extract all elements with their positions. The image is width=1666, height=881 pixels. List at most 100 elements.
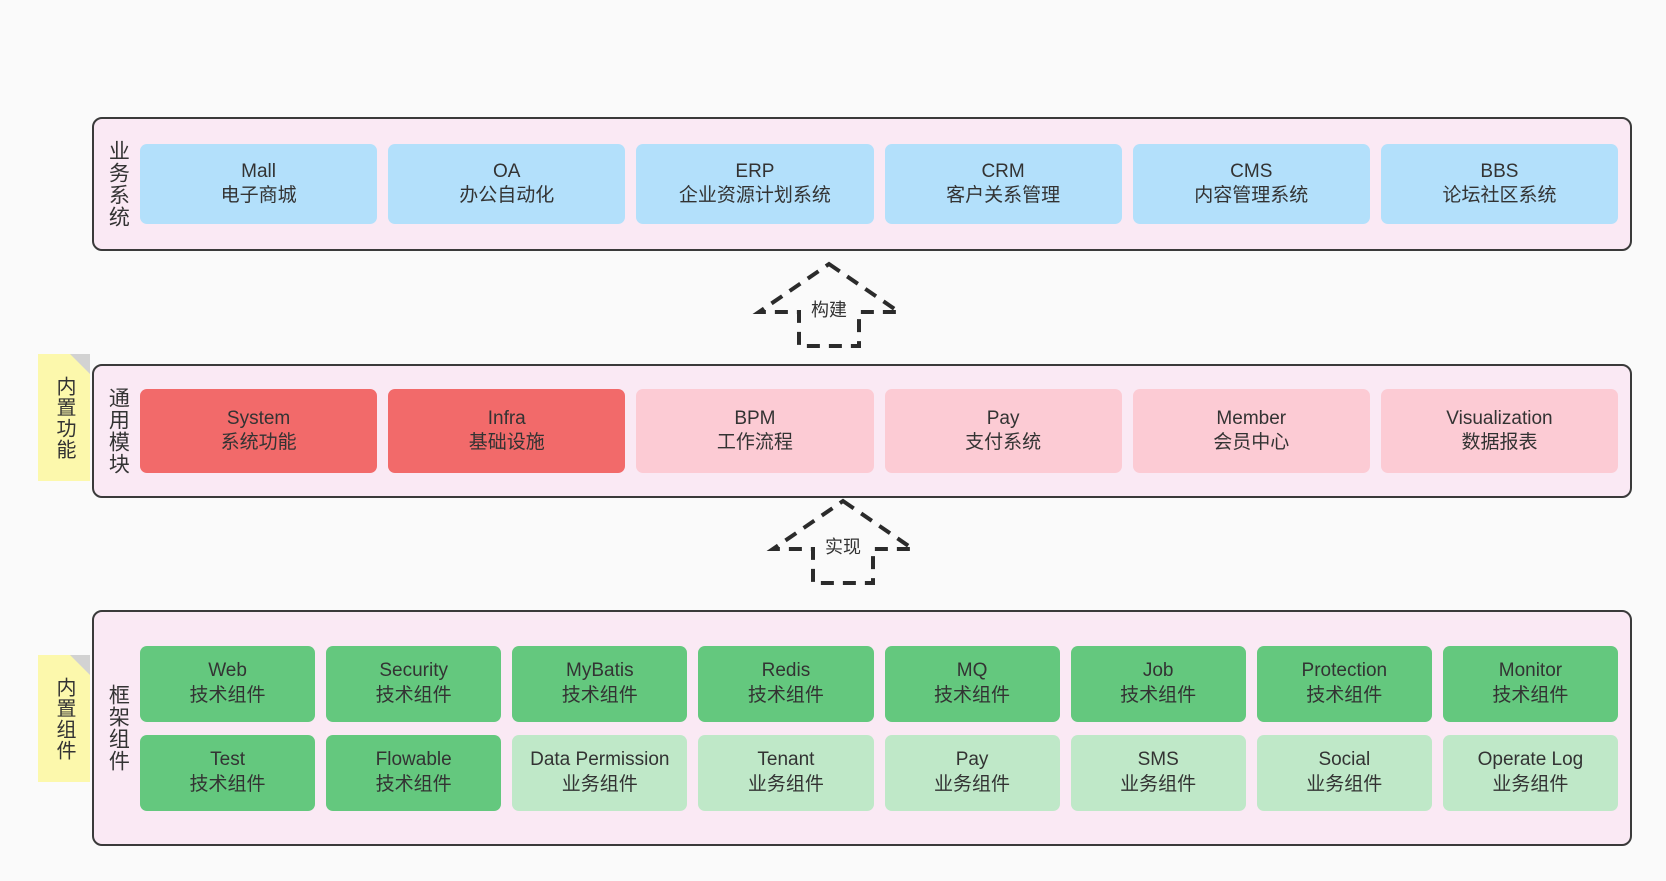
card-title-en: ERP	[735, 160, 775, 182]
card-title-en: BPM	[734, 407, 776, 429]
card-title-cn: 支付系统	[965, 432, 1042, 453]
card-data-permission[interactable]: Data Permission 业务组件	[512, 734, 688, 811]
card-test[interactable]: Test 技术组件	[140, 734, 316, 811]
connector-implement-label: 实现	[825, 537, 861, 557]
card-title-cn: 业务组件	[1120, 773, 1197, 795]
card-title-cn: 会员中心	[1213, 432, 1290, 453]
layer-title-common-module: 通用模块	[106, 387, 130, 475]
card-title-en: OA	[493, 160, 521, 182]
card-title-cn: 企业资源计划系统	[678, 185, 831, 206]
card-title-cn: 客户关系管理	[946, 185, 1061, 206]
card-title-cn: 技术组件	[747, 684, 824, 706]
card-title-cn: 技术组件	[561, 684, 638, 706]
card-pay-component[interactable]: Pay 业务组件	[884, 734, 1060, 811]
connector-build: 构建	[752, 258, 906, 350]
card-mall[interactable]: Mall 电子商城	[140, 144, 378, 224]
note-label: 内置组件	[53, 676, 75, 761]
card-monitor[interactable]: Monitor 技术组件	[1442, 645, 1618, 722]
card-title-cn: 电子商城	[220, 185, 297, 206]
card-bpm[interactable]: BPM 工作流程	[636, 389, 874, 473]
card-title-cn: 系统功能	[220, 432, 297, 453]
card-title-cn: 业务组件	[934, 773, 1011, 795]
card-title-cn: 业务组件	[1492, 773, 1569, 795]
layer-framework-component: 框架组件 Web 技术组件 Security 技术组件 MyBatis 技术组件	[92, 610, 1632, 846]
card-title-en: Social	[1318, 749, 1371, 771]
card-visualization[interactable]: Visualization 数据报表	[1380, 389, 1619, 473]
layer-common-module: 通用模块 System 系统功能 Infra 基础设施 BPM 工作流程 Pay	[92, 364, 1632, 498]
card-member[interactable]: Member 会员中心	[1132, 389, 1370, 473]
business-system-card-row: Mall 电子商城 OA 办公自动化 ERP 企业资源计划系统 CRM 客户关系…	[140, 144, 1619, 224]
card-redis[interactable]: Redis 技术组件	[698, 645, 874, 722]
card-mybatis[interactable]: MyBatis 技术组件	[512, 645, 688, 722]
card-title-en: Protection	[1301, 660, 1388, 682]
card-security[interactable]: Security 技术组件	[326, 645, 502, 722]
card-title-en: Job	[1142, 660, 1174, 682]
note-label: 内置功能	[53, 375, 75, 460]
card-system[interactable]: System 系统功能	[140, 389, 378, 473]
card-title-en: MQ	[956, 660, 988, 682]
card-sms[interactable]: SMS 业务组件	[1070, 734, 1246, 811]
framework-row-business: Test 技术组件 Flowable 技术组件 Data Permission …	[140, 734, 1618, 811]
card-title-en: Web	[208, 660, 247, 682]
card-title-cn: 技术组件	[375, 684, 452, 706]
card-title-cn: 论坛社区系统	[1442, 185, 1557, 206]
card-title-en: Security	[379, 660, 448, 682]
card-title-en: Monitor	[1498, 660, 1563, 682]
card-bbs[interactable]: BBS 论坛社区系统	[1380, 144, 1619, 224]
card-flowable[interactable]: Flowable 技术组件	[326, 734, 502, 811]
note-builtin-components: 内置组件	[38, 655, 90, 782]
card-oa[interactable]: OA 办公自动化	[388, 144, 626, 224]
card-title-cn: 技术组件	[189, 773, 266, 795]
card-erp[interactable]: ERP 企业资源计划系统	[636, 144, 874, 224]
card-title-en: Data Permission	[530, 749, 670, 771]
card-title-en: Visualization	[1446, 407, 1553, 429]
layer-title-business-system: 业务系统	[106, 140, 130, 228]
connector-build-label: 构建	[811, 300, 847, 320]
card-title-en: Tenant	[757, 749, 815, 771]
layer-body-common-module: System 系统功能 Infra 基础设施 BPM 工作流程 Pay 支付系统…	[140, 366, 1630, 496]
card-title-en: Operate Log	[1477, 749, 1584, 771]
card-title-en: MyBatis	[566, 660, 634, 682]
card-title-cn: 技术组件	[1492, 684, 1569, 706]
note-builtin-features: 内置功能	[38, 354, 90, 481]
card-title-en: Infra	[487, 407, 526, 429]
card-tenant[interactable]: Tenant 业务组件	[698, 734, 874, 811]
card-job[interactable]: Job 技术组件	[1070, 645, 1246, 722]
card-title-en: BBS	[1480, 160, 1519, 182]
connector-implement: 实现	[766, 495, 920, 587]
card-title-en: SMS	[1137, 749, 1179, 771]
card-title-cn: 业务组件	[747, 773, 824, 795]
layer-body-framework-component: Web 技术组件 Security 技术组件 MyBatis 技术组件 Redi…	[140, 612, 1630, 844]
card-title-en: Member	[1216, 407, 1287, 429]
framework-component-grid: Web 技术组件 Security 技术组件 MyBatis 技术组件 Redi…	[140, 645, 1618, 811]
card-title-cn: 技术组件	[1306, 684, 1383, 706]
card-title-en: Redis	[761, 660, 811, 682]
card-title-cn: 业务组件	[1306, 773, 1383, 795]
card-title-cn: 技术组件	[934, 684, 1011, 706]
card-title-en: Pay	[986, 407, 1020, 429]
card-pay-module[interactable]: Pay 支付系统	[884, 389, 1122, 473]
note-fold-corner-icon	[70, 354, 90, 374]
card-operate-log[interactable]: Operate Log 业务组件	[1442, 734, 1618, 811]
card-title-en: CRM	[981, 160, 1025, 182]
card-web[interactable]: Web 技术组件	[140, 645, 316, 722]
card-title-cn: 技术组件	[1120, 684, 1197, 706]
common-module-card-row: System 系统功能 Infra 基础设施 BPM 工作流程 Pay 支付系统…	[140, 389, 1619, 473]
card-title-cn: 技术组件	[189, 684, 266, 706]
card-title-cn: 工作流程	[716, 432, 793, 453]
card-infra[interactable]: Infra 基础设施	[388, 389, 626, 473]
card-social[interactable]: Social 业务组件	[1256, 734, 1432, 811]
note-fold-corner-icon	[70, 655, 90, 675]
framework-row-technical: Web 技术组件 Security 技术组件 MyBatis 技术组件 Redi…	[140, 645, 1618, 722]
card-mq[interactable]: MQ 技术组件	[884, 645, 1060, 722]
layer-title-framework-component: 框架组件	[106, 684, 130, 772]
layer-business-system: 业务系统 Mall 电子商城 OA 办公自动化 ERP 企业资源计划系统 CRM	[92, 117, 1632, 251]
card-cms[interactable]: CMS 内容管理系统	[1132, 144, 1370, 224]
card-title-en: Flowable	[375, 749, 452, 771]
build-arrow-glyph	[752, 261, 906, 348]
card-title-en: System	[226, 407, 291, 429]
card-title-cn: 业务组件	[561, 773, 638, 795]
card-crm[interactable]: CRM 客户关系管理	[884, 144, 1122, 224]
card-protection[interactable]: Protection 技术组件	[1256, 645, 1432, 722]
